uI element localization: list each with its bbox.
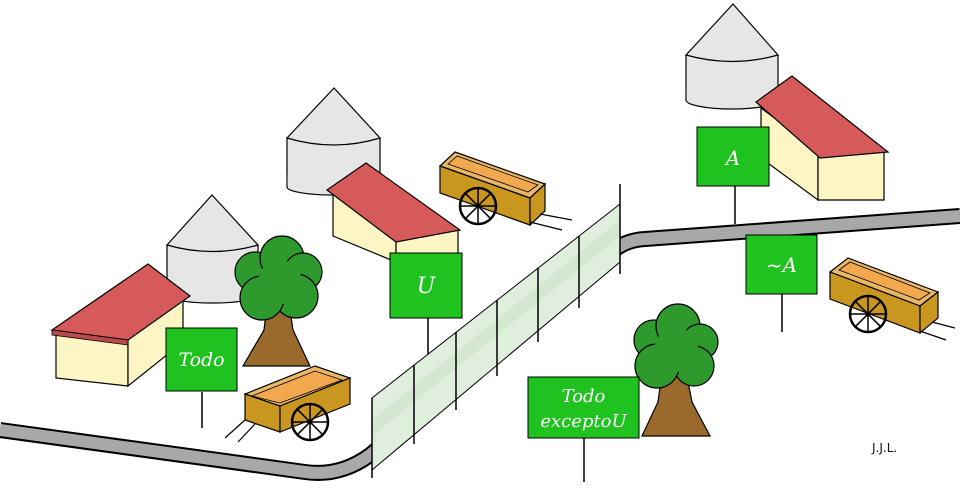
fence-icon <box>371 184 621 478</box>
sign-not-a-label: ~A <box>766 253 797 277</box>
sign-todo: Todo <box>165 327 238 428</box>
house-icon <box>325 162 462 283</box>
sign-a: A <box>696 126 770 224</box>
sign-todo-excepto-line2: exceptoU <box>540 411 627 432</box>
cart-icon <box>224 365 352 443</box>
cart-icon <box>438 151 573 231</box>
sign-u: U <box>389 252 463 356</box>
cart-icon <box>828 257 956 341</box>
silo-icon <box>684 3 780 110</box>
road-surface <box>0 210 960 479</box>
sign-todo-excepto-u: Todo exceptoU <box>527 376 640 482</box>
sign-todo-label: Todo <box>178 349 224 371</box>
sign-a-label: A <box>724 146 740 170</box>
tree-icon <box>234 235 323 367</box>
signature: J.J.L. <box>871 441 897 455</box>
tree-icon <box>633 303 719 437</box>
sign-u-label: U <box>417 274 437 299</box>
house-icon <box>755 75 890 202</box>
sign-not-a: ~A <box>745 234 818 332</box>
sign-todo-excepto-line1: Todo <box>562 386 606 407</box>
